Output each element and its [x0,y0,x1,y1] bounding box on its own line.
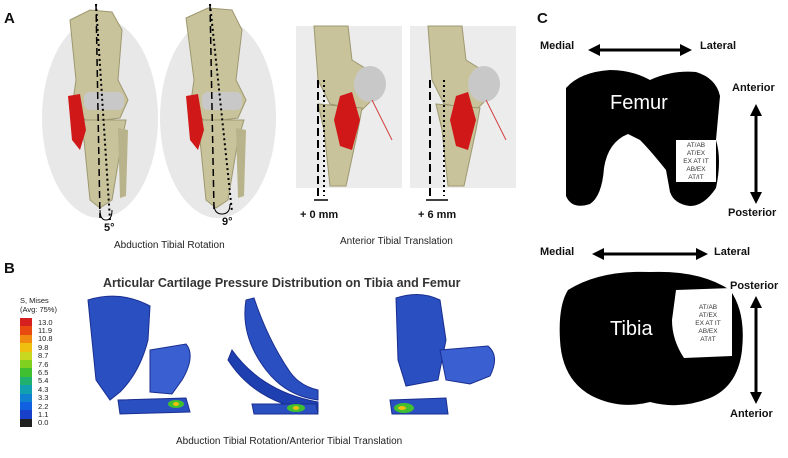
femur-lateral-label: Lateral [700,40,736,52]
tibia-medial-label: Medial [540,246,574,258]
femur-label: Femur [610,92,668,115]
tibia-zone-2: AT/EX [686,312,730,320]
tibia-lateral-label: Lateral [714,246,750,258]
tibia-label: Tibia [610,318,653,341]
tibia-zone-3: EX AT IT [686,320,730,328]
tibia-zone-1: AT/AB [686,304,730,312]
femur-zone-2: AT/EX [676,150,716,158]
femur-anterior-posterior-arrow [750,104,762,204]
femur-zone-5: AT/IT [676,174,716,182]
femur-zone-1: AT/AB [676,142,716,150]
femur-posterior-label: Posterior [728,207,776,219]
tibia-zone-5: AT/IT [686,336,730,344]
femur-anterior-label: Anterior [732,82,775,94]
tibia-zone-4: AB/EX [686,328,730,336]
femur-silhouette [566,70,720,206]
femur-zone-labels: AT/AB AT/EX EX AT IT AB/EX AT/IT [676,142,716,182]
tibia-zone-labels: AT/AB AT/EX EX AT IT AB/EX AT/IT [686,304,730,344]
tibia-medial-lateral-arrow [592,248,708,260]
tibia-posterior-label: Posterior [730,280,778,292]
femur-medial-lateral-arrow [588,44,692,56]
femur-zone-4: AB/EX [676,166,716,174]
femur-medial-label: Medial [540,40,574,52]
femur-zone-3: EX AT IT [676,158,716,166]
tibia-posterior-anterior-arrow [750,296,762,404]
tibia-anterior-label: Anterior [730,408,773,420]
